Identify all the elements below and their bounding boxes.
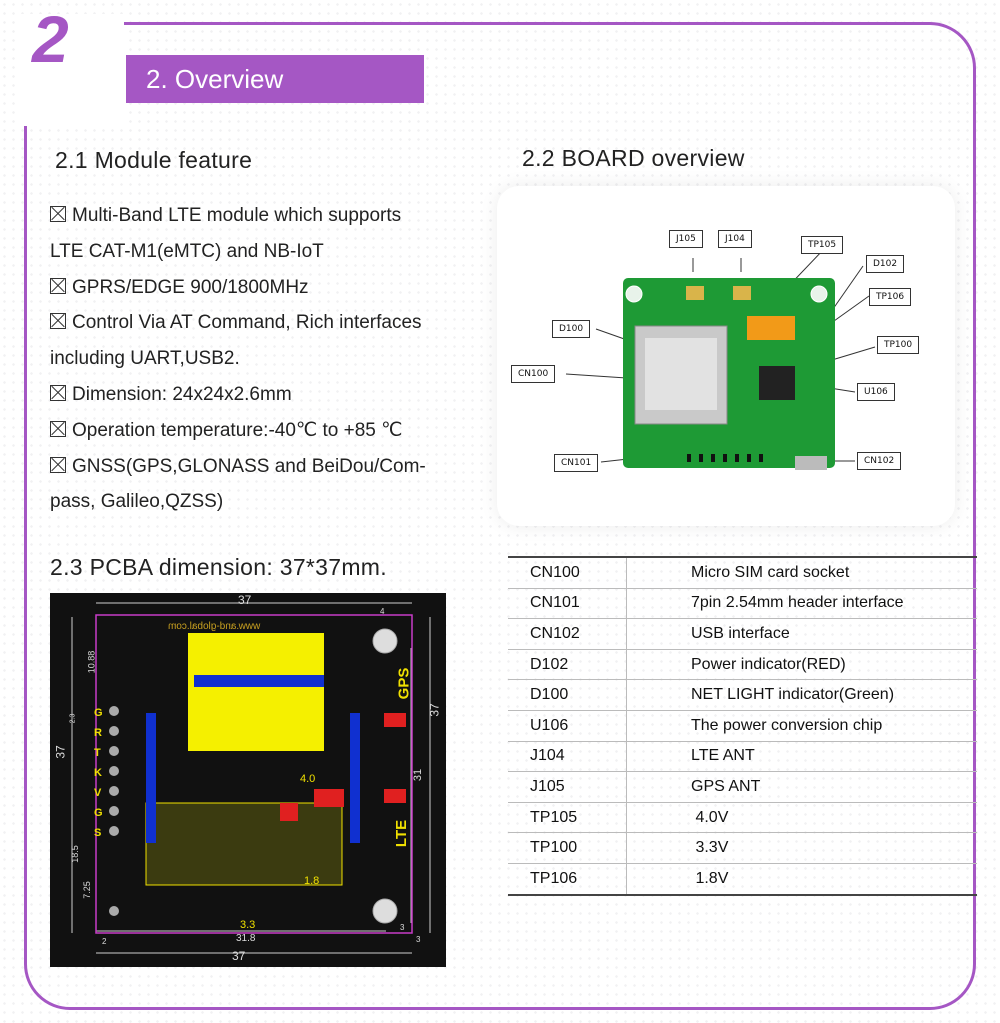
pin-label: G bbox=[94, 807, 103, 819]
pin-label: V bbox=[94, 787, 102, 799]
feature-line: GPRS/EDGE 900/1800MHz bbox=[50, 270, 470, 306]
pin-label: G bbox=[94, 707, 103, 719]
feature-line: LTE CAT-M1(eMTC) and NB-IoT bbox=[50, 240, 324, 262]
dim-3b: 3 bbox=[416, 935, 421, 944]
feature-line: GNSS(GPS,GLONASS and BeiDou/Com- bbox=[50, 449, 470, 485]
dim-4: 4 bbox=[380, 607, 385, 616]
pin-label: T bbox=[94, 747, 101, 759]
label-tp100: TP100 bbox=[877, 336, 920, 354]
component-ref: J105 bbox=[508, 771, 627, 803]
dim-2-3: 2.3 bbox=[69, 713, 77, 724]
dim-top: 37 bbox=[238, 593, 252, 607]
component-ref: TP100 bbox=[508, 832, 627, 864]
component-ref: TP105 bbox=[508, 801, 627, 834]
label-j104: J104 bbox=[718, 230, 752, 248]
feature-line: Multi-Band LTE module which supports bbox=[50, 198, 470, 234]
pin-label: R bbox=[94, 727, 102, 739]
board-overview-heading: 2.2 BOARD overview bbox=[522, 145, 745, 171]
component-desc: 7pin 2.54mm header interface bbox=[626, 587, 977, 620]
feature-line: including UART,USB2. bbox=[50, 348, 240, 370]
dim-inner-right: 31 bbox=[412, 768, 425, 782]
checkbox-icon bbox=[50, 206, 66, 222]
dim-inner-bottom: 31.8 bbox=[236, 933, 256, 944]
pin-label: S bbox=[94, 827, 102, 839]
label-d100: D100 bbox=[552, 320, 591, 338]
board-diagram bbox=[565, 248, 876, 470]
component-desc: LTE ANT bbox=[626, 740, 977, 773]
pin-labels: G R T K V G S bbox=[94, 703, 103, 843]
silk-url: www.and-global.com bbox=[168, 621, 261, 632]
feature-line: Control Via AT Command, Rich interfaces bbox=[50, 305, 470, 341]
component-ref: D100 bbox=[508, 679, 627, 711]
component-desc: 1.8V bbox=[626, 862, 977, 896]
checkbox-icon bbox=[50, 456, 66, 473]
component-desc: Power indicator(RED) bbox=[626, 648, 977, 681]
component-ref: TP106 bbox=[508, 862, 627, 896]
label-cn102: CN102 bbox=[857, 452, 902, 470]
table-row: TP105 4.0V bbox=[508, 801, 977, 834]
label-cn100: CN100 bbox=[511, 365, 556, 383]
component-desc: The power conversion chip bbox=[626, 709, 977, 742]
dim-18-5: 18.5 bbox=[69, 845, 80, 863]
component-desc: GPS ANT bbox=[626, 771, 977, 803]
component-ref: U106 bbox=[508, 709, 627, 742]
silk-1-8: 1.8 bbox=[304, 875, 320, 887]
section-number: 2 bbox=[32, 2, 69, 76]
component-ref: CN102 bbox=[508, 618, 627, 650]
component-desc: Micro SIM card socket bbox=[626, 555, 977, 589]
silk-lte: LTE bbox=[393, 819, 411, 848]
section-title-banner: 2. Overview bbox=[126, 55, 424, 103]
board-overview-card: J105 J104 TP105 D102 TP106 D100 TP100 CN… bbox=[497, 186, 955, 526]
checkbox-icon bbox=[50, 384, 66, 401]
label-tp105: TP105 bbox=[801, 236, 844, 254]
component-desc: NET LIGHT indicator(Green) bbox=[626, 679, 977, 711]
dim-bottom: 37 bbox=[232, 949, 246, 963]
dim-3a: 3 bbox=[400, 923, 405, 932]
checkbox-icon bbox=[50, 277, 66, 294]
dim-10-88: 10.88 bbox=[86, 650, 97, 674]
table-row: TP106 1.8V bbox=[508, 862, 977, 896]
component-ref: CN101 bbox=[508, 587, 627, 620]
dim-2: 2 bbox=[102, 937, 107, 946]
feature-line: Operation temperature:-40℃ to +85 ℃ bbox=[50, 413, 470, 449]
pin-label: K bbox=[94, 767, 102, 779]
component-desc: 3.3V bbox=[626, 832, 977, 864]
label-d102: D102 bbox=[866, 255, 905, 273]
component-ref: CN100 bbox=[508, 555, 627, 589]
feature-list: Multi-Band LTE module which supports LTE… bbox=[50, 198, 470, 520]
silk-gps: GPS bbox=[395, 667, 413, 700]
pcba-drawing: 37 37 37 37 31 31.8 4 3 3 2 10.88 18.5 7… bbox=[50, 593, 446, 967]
feature-line: Dimension: 24x24x2.6mm bbox=[50, 377, 470, 413]
component-desc: USB interface bbox=[626, 618, 977, 650]
dim-7-25: 7.25 bbox=[81, 881, 92, 899]
label-u106: U106 bbox=[857, 383, 895, 401]
component-desc: 4.0V bbox=[626, 801, 977, 834]
label-cn101: CN101 bbox=[554, 454, 599, 472]
label-j105: J105 bbox=[669, 230, 703, 248]
section-frame bbox=[24, 22, 976, 1010]
checkbox-icon bbox=[50, 420, 66, 437]
component-ref: D102 bbox=[508, 648, 627, 681]
dim-left: 37 bbox=[53, 745, 68, 759]
label-tp106: TP106 bbox=[869, 288, 912, 306]
checkbox-icon bbox=[50, 313, 66, 330]
module-feature-heading: 2.1 Module feature bbox=[55, 147, 253, 173]
pcba-heading: 2.3 PCBA dimension: 37*37mm. bbox=[50, 554, 387, 580]
component-ref: J104 bbox=[508, 740, 627, 773]
silk-3-3: 3.3 bbox=[240, 919, 256, 931]
feature-line: pass, Galileo,QZSS) bbox=[50, 491, 224, 513]
dim-right: 37 bbox=[427, 703, 442, 717]
silk-4-0: 4.0 bbox=[300, 773, 316, 785]
table-row: TP100 3.3V bbox=[508, 832, 977, 864]
